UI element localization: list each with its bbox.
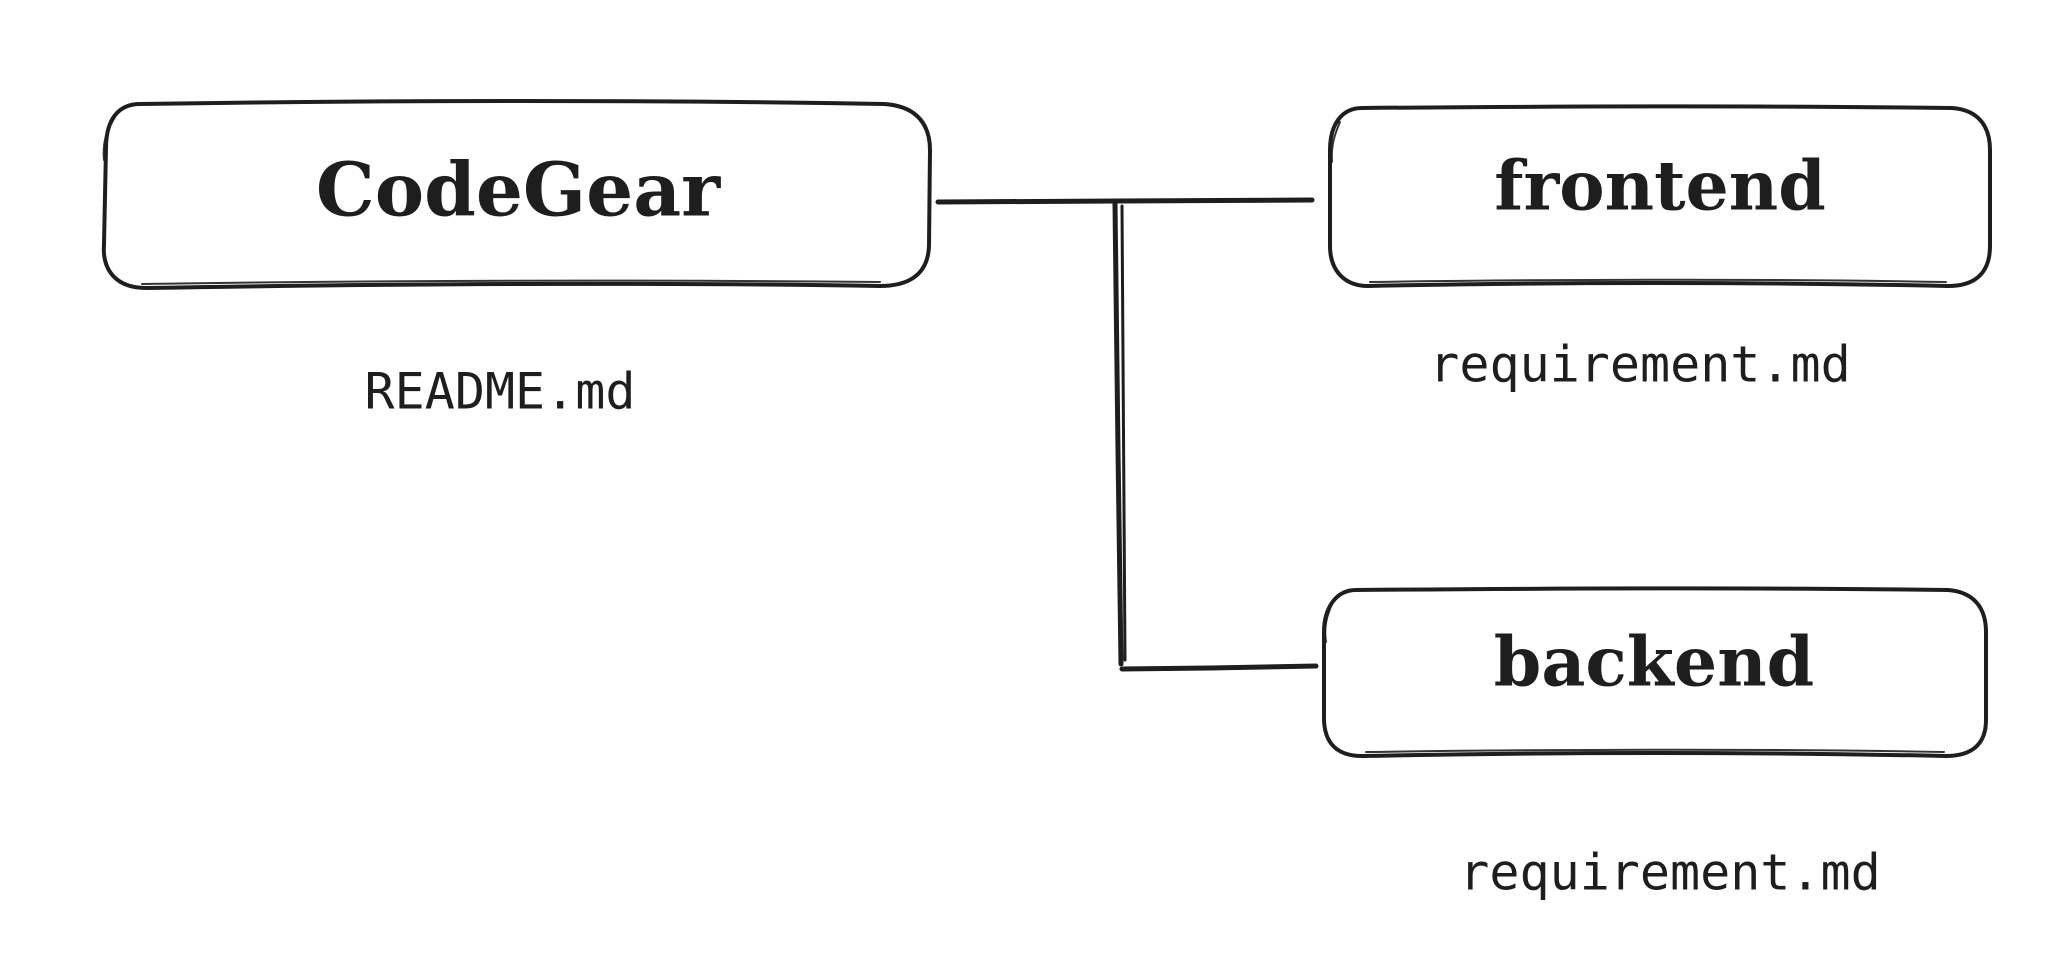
node-codegear[interactable]: CodeGear [101, 99, 932, 290]
node-backend-box-sketch [1324, 603, 1945, 753]
node-frontend[interactable]: frontend [1328, 104, 1992, 288]
edge-to-backend [1119, 663, 1319, 672]
node-codegear-box [101, 99, 932, 290]
node-frontend-file: requirement.md [1429, 336, 1850, 394]
edge-trunk-down-sketch [1120, 204, 1127, 662]
connector-lines [935, 197, 1319, 672]
node-codegear-label: CodeGear [316, 148, 721, 234]
edge-trunk-down [1112, 201, 1124, 667]
node-backend-label: backend [1494, 623, 1814, 703]
node-frontend-box-sketch [1330, 121, 1947, 283]
node-frontend-label: frontend [1494, 147, 1826, 227]
node-backend-file: requirement.md [1459, 844, 1880, 902]
node-codegear-box-sketch [102, 111, 881, 285]
edge-root-to-frontend [935, 197, 1315, 205]
node-backend-box [1322, 586, 1988, 758]
node-codegear-file: README.md [365, 363, 636, 421]
node-frontend-box [1328, 104, 1992, 288]
node-backend[interactable]: backend [1322, 586, 1988, 758]
